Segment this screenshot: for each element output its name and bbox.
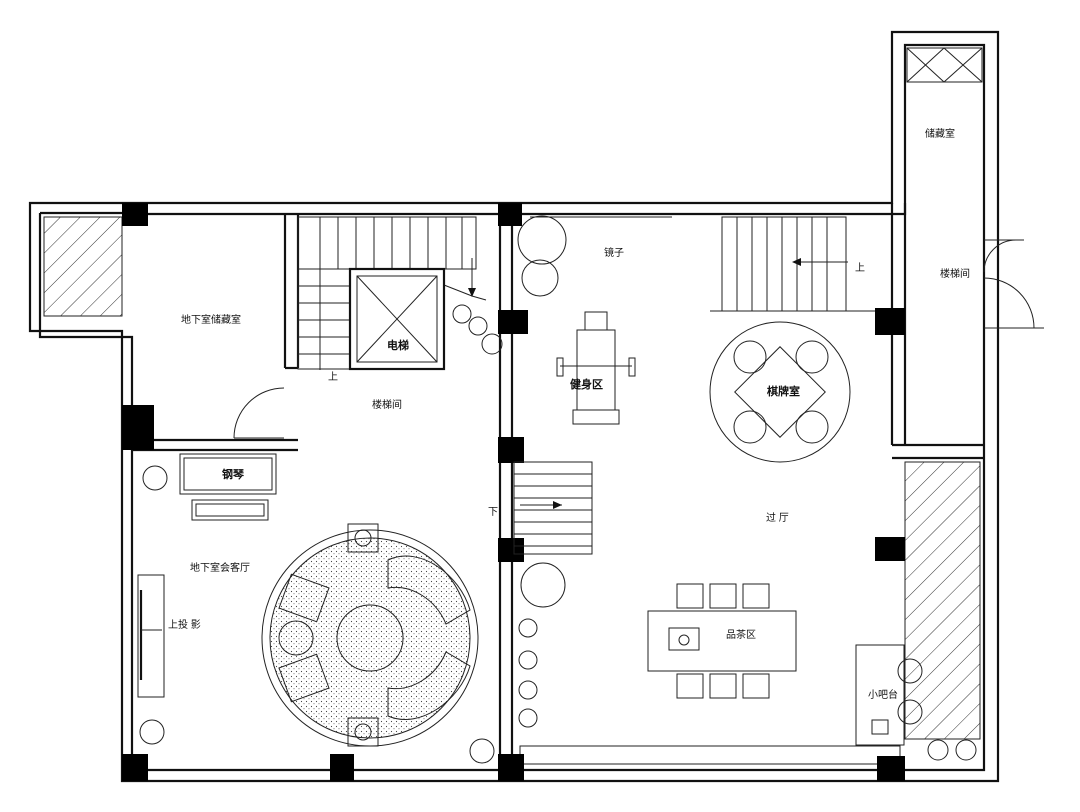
label-mirror: 镜子: [604, 246, 624, 259]
outer-walls: [28, 30, 1000, 783]
room-labels: 储藏室 地下室储藏室 电梯 楼梯间 楼梯间 镜子 健身区 棋牌室 过 厅 钢琴 …: [168, 127, 970, 701]
label-piano: 钢琴: [222, 467, 244, 481]
tea-table: [647, 583, 797, 699]
right-staircase: [710, 216, 875, 312]
label-mahjong-room: 棋牌室: [766, 384, 800, 398]
storage-door: [233, 387, 285, 439]
label-mini-bar: 小吧台: [868, 688, 898, 701]
gym-bench: [556, 311, 636, 425]
label-stairwell-main: 楼梯间: [372, 398, 402, 411]
label-basement-living: 地下室会客厅: [190, 561, 250, 574]
label-elevator: 电梯: [387, 338, 409, 352]
label-projection: 上投 影: [168, 618, 201, 631]
marker-up-right: 上: [855, 262, 865, 274]
hatched-area-left: [43, 216, 123, 317]
hatched-area-right: [904, 461, 981, 740]
storage-crate: [906, 47, 983, 83]
label-hall: 过 厅: [766, 511, 789, 524]
marker-down-mid: 下: [488, 507, 498, 518]
piano: [179, 453, 277, 521]
label-gym-area: 健身区: [570, 377, 603, 391]
label-stairwell-right: 楼梯间: [940, 267, 970, 280]
plants: [139, 215, 977, 764]
marker-up-main: 上: [328, 371, 338, 383]
label-tea-area: 品茶区: [726, 628, 756, 641]
label-storage-top: 储藏室: [925, 127, 955, 140]
projection-screen: [137, 574, 165, 698]
exterior-doors: [983, 239, 1044, 329]
mini-bar: [855, 644, 923, 746]
mahjong-table: [709, 321, 851, 463]
structural-columns: [122, 203, 905, 781]
label-basement-storage: 地下室储藏室: [181, 313, 241, 326]
round-sofa-lounge: [261, 523, 479, 747]
elevator: [348, 267, 446, 371]
mid-staircase: [513, 461, 593, 555]
